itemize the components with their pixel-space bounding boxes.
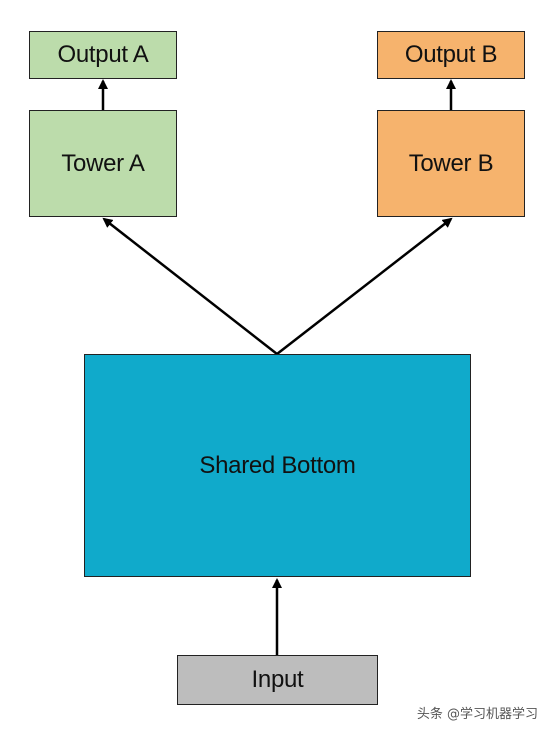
edge-shared-to-tower-b [276,217,453,355]
output-b-box: Output B [377,31,525,79]
shared-bottom-box: Shared Bottom [84,354,471,577]
tower-b-box: Tower B [377,110,525,217]
output-b-label: Output B [404,41,498,68]
tower-a-box: Tower A [29,110,177,217]
tower-a-label: Tower A [61,149,145,177]
output-a-box: Output A [29,31,177,79]
input-label: Input [251,666,304,693]
watermark-text: 头条 @学习机器学习 [416,707,538,722]
output-a-label: Output A [57,41,149,68]
shared-bottom-label: Shared Bottom [199,451,356,479]
tower-b-label: Tower B [408,149,494,177]
edge-shared-to-tower-a [102,217,278,355]
input-box: Input [177,655,378,705]
